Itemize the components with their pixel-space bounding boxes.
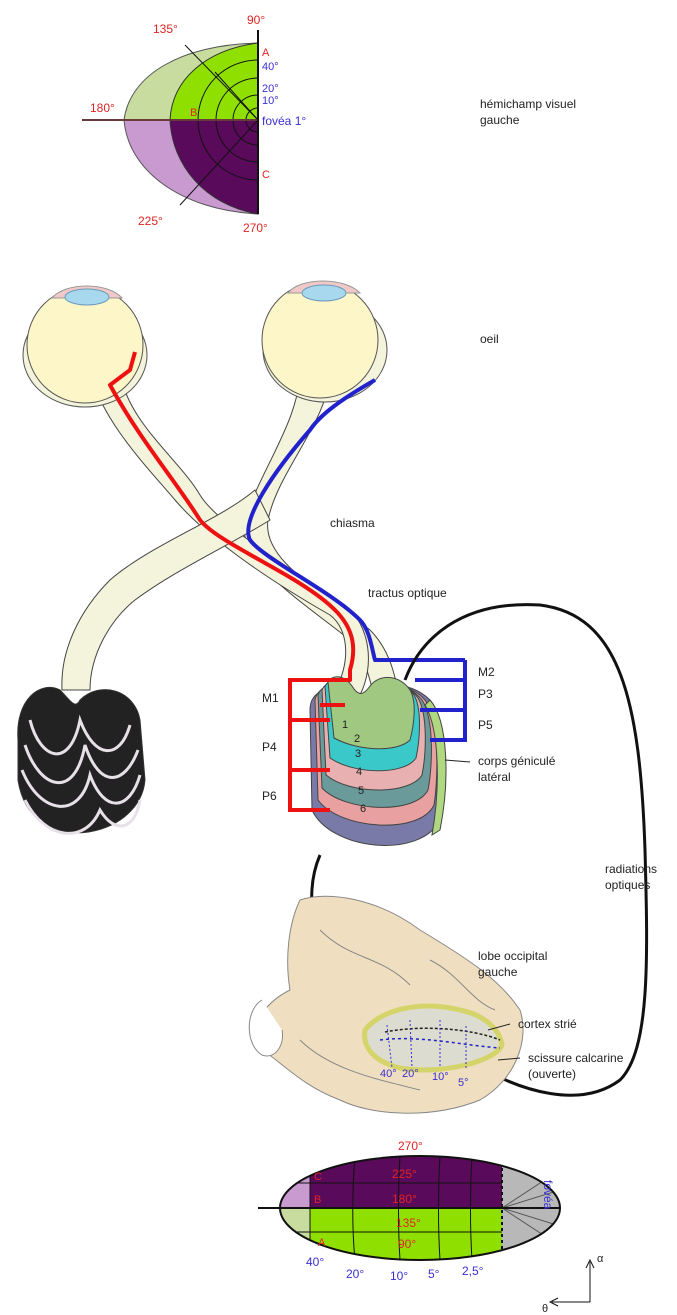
lgn-layer-number-4: 4 — [356, 766, 362, 778]
occipital-ecc-20: 20° — [402, 1068, 419, 1080]
map-deg-180: 180° — [392, 1192, 417, 1206]
occipital-lobe-label-line2: gauche — [478, 965, 518, 979]
axis-indicator: α θ — [542, 1253, 604, 1315]
ecc-20-label: 20° — [262, 83, 279, 95]
map-ecc-10: 10° — [390, 1269, 408, 1283]
left-eye — [23, 286, 147, 407]
lgn-layer-number-3: 3 — [355, 748, 361, 760]
ecc-40-label: 40° — [262, 61, 279, 73]
alpha-label: α — [597, 1253, 604, 1265]
lgn-layer-number-6: 6 — [360, 803, 366, 815]
hemifield-title-line2: gauche — [480, 113, 520, 127]
map-point-a: A — [318, 1237, 326, 1249]
deg-225-label: 225° — [138, 214, 163, 228]
brain-silhouette — [254, 896, 523, 1113]
striate-cortex — [365, 1006, 502, 1070]
lgn-label-leader — [445, 760, 470, 762]
lgn-title-line1: corps géniculé — [478, 754, 556, 768]
cortical-map: 270° 225° 180° 135° 90° C B A fovéa 40° … — [258, 1139, 562, 1283]
map-periphery-lower — [280, 1208, 310, 1260]
map-ecc-40: 40° — [306, 1255, 324, 1269]
right-nerve-to-right-lgn — [244, 370, 400, 700]
theta-label: θ — [542, 1303, 548, 1315]
deg-135-label: 135° — [153, 22, 178, 36]
lgn-m1-label: M1 — [262, 691, 279, 705]
calcarine-label-line1: scissure calcarine — [528, 1051, 624, 1065]
lgn-m2-label: M2 — [478, 665, 495, 679]
ecc-10-label: 10° — [262, 95, 279, 107]
radiations-label-line1: radiations — [605, 862, 657, 876]
calcarine-label-line2: (ouverte) — [528, 1067, 576, 1081]
deg-180-label: 180° — [90, 101, 115, 115]
lgn-layer-number-2: 2 — [354, 733, 360, 745]
lgn-p4-label: P4 — [262, 740, 277, 754]
visual-hemifield: 90° 135° 180° 225° 270° A B C 40° 20° 10… — [82, 13, 576, 235]
lgn-title-line2: latéral — [478, 770, 511, 784]
point-c-label: C — [262, 169, 270, 181]
map-periphery-upper — [280, 1156, 310, 1208]
map-ecc-5: 5° — [428, 1267, 440, 1281]
map-deg-90: 90° — [398, 1237, 416, 1251]
right-lgn: 1 2 3 4 5 6 M1 P4 P6 M2 P3 P5 corps g — [262, 660, 556, 845]
deg-90-label: 90° — [247, 13, 265, 27]
striate-cortex-label: cortex strié — [518, 1017, 577, 1031]
point-a-label: A — [262, 47, 270, 59]
map-point-c: C — [314, 1171, 322, 1183]
optic-pathway: oeil chiasma tractus optique — [23, 281, 499, 700]
eye-label: oeil — [480, 332, 499, 346]
lgn-layer-1 — [328, 677, 414, 749]
map-ecc-2-5: 2,5° — [462, 1264, 484, 1278]
occipital-ecc-40: 40° — [380, 1068, 397, 1080]
lgn-layer-number-5: 5 — [358, 785, 364, 797]
left-eye-lens — [65, 289, 109, 305]
map-deg-270: 270° — [398, 1139, 423, 1153]
map-ecc-20: 20° — [346, 1267, 364, 1281]
point-b-label: B — [190, 107, 197, 119]
occipital-lobe-label-line1: lobe occipital — [478, 949, 547, 963]
deg-270-label: 270° — [243, 221, 268, 235]
hemifield-title-line1: hémichamp visuel — [480, 97, 576, 111]
map-point-b: B — [314, 1194, 321, 1206]
lgn-p3-label: P3 — [478, 687, 493, 701]
fovea-label: fovéa 1° — [262, 114, 306, 128]
map-deg-135: 135° — [396, 1216, 421, 1230]
lgn-layer-number-1: 1 — [342, 719, 348, 731]
map-fovea-label: fovéa — [541, 1180, 555, 1210]
right-eye-lens — [302, 285, 346, 301]
left-lgn — [18, 687, 145, 833]
map-deg-225: 225° — [392, 1167, 417, 1181]
occipital-ecc-10: 10° — [432, 1071, 449, 1083]
lgn-p5-label: P5 — [478, 718, 493, 732]
occipital-lobe: 40° 20° 10° 5° lobe occipital gauche cor… — [249, 896, 623, 1113]
chiasma-label: chiasma — [330, 516, 375, 530]
tract-label: tractus optique — [368, 586, 447, 600]
lgn-p6-label: P6 — [262, 789, 277, 803]
occipital-ecc-5: 5° — [458, 1077, 469, 1089]
radiations-label-line2: optiques — [605, 878, 650, 892]
left-nerve-to-left-lgn — [62, 490, 270, 690]
